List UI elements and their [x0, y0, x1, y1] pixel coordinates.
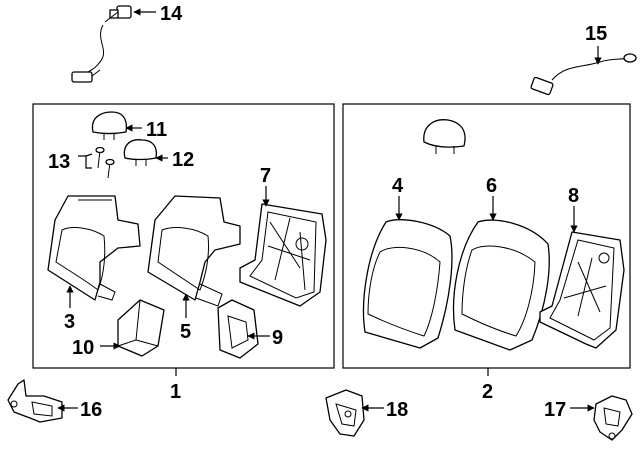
- part-9-bracket-panel: [217, 299, 259, 359]
- callout-1: 1: [170, 381, 181, 403]
- right-seat-assembly-box: [342, 103, 631, 369]
- part-18-latch: [325, 389, 365, 437]
- part-7-seatback-frame-left: [239, 203, 327, 307]
- callout-14: 14: [160, 3, 183, 25]
- part-8-seatback-frame-right: [539, 231, 625, 349]
- callout-9: 9: [272, 327, 283, 349]
- callout-15: 15: [585, 23, 607, 45]
- callout-8: 8: [568, 185, 579, 207]
- callout-10: 10: [72, 337, 94, 359]
- part-4-seatback-right-1: [362, 219, 453, 349]
- callout-6: 6: [486, 175, 497, 197]
- part-16-hinge-bracket: [7, 379, 63, 423]
- part-6-seatback-right-2: [452, 219, 550, 351]
- part-14-wiring-harness: [71, 5, 132, 83]
- callout-4: 4: [392, 175, 404, 197]
- callout-2: 2: [482, 381, 493, 403]
- callout-3: 3: [64, 311, 75, 333]
- part-10-armrest-pad: [117, 299, 165, 357]
- leader-lines: [57, 8, 602, 412]
- callout-18: 18: [386, 399, 408, 421]
- part-13-guide-pins: [78, 146, 115, 179]
- callout-13: 13: [48, 151, 70, 173]
- callout-11: 11: [146, 119, 167, 141]
- callout-12: 12: [172, 149, 194, 171]
- part-12-headrest: [123, 139, 158, 166]
- part-3-seatback-left: [47, 195, 141, 301]
- part-11-headrest: [91, 111, 128, 140]
- part-17-hinge-right: [593, 395, 633, 441]
- callout-5: 5: [180, 321, 191, 343]
- callout-16: 16: [80, 399, 102, 421]
- part-5-seatback-center: [147, 195, 241, 307]
- callout-7: 7: [260, 165, 271, 187]
- part-15-wiring-harness: [530, 53, 637, 96]
- callout-17: 17: [544, 399, 566, 421]
- headrest-right: [423, 119, 466, 154]
- left-seat-assembly-box: [32, 103, 335, 369]
